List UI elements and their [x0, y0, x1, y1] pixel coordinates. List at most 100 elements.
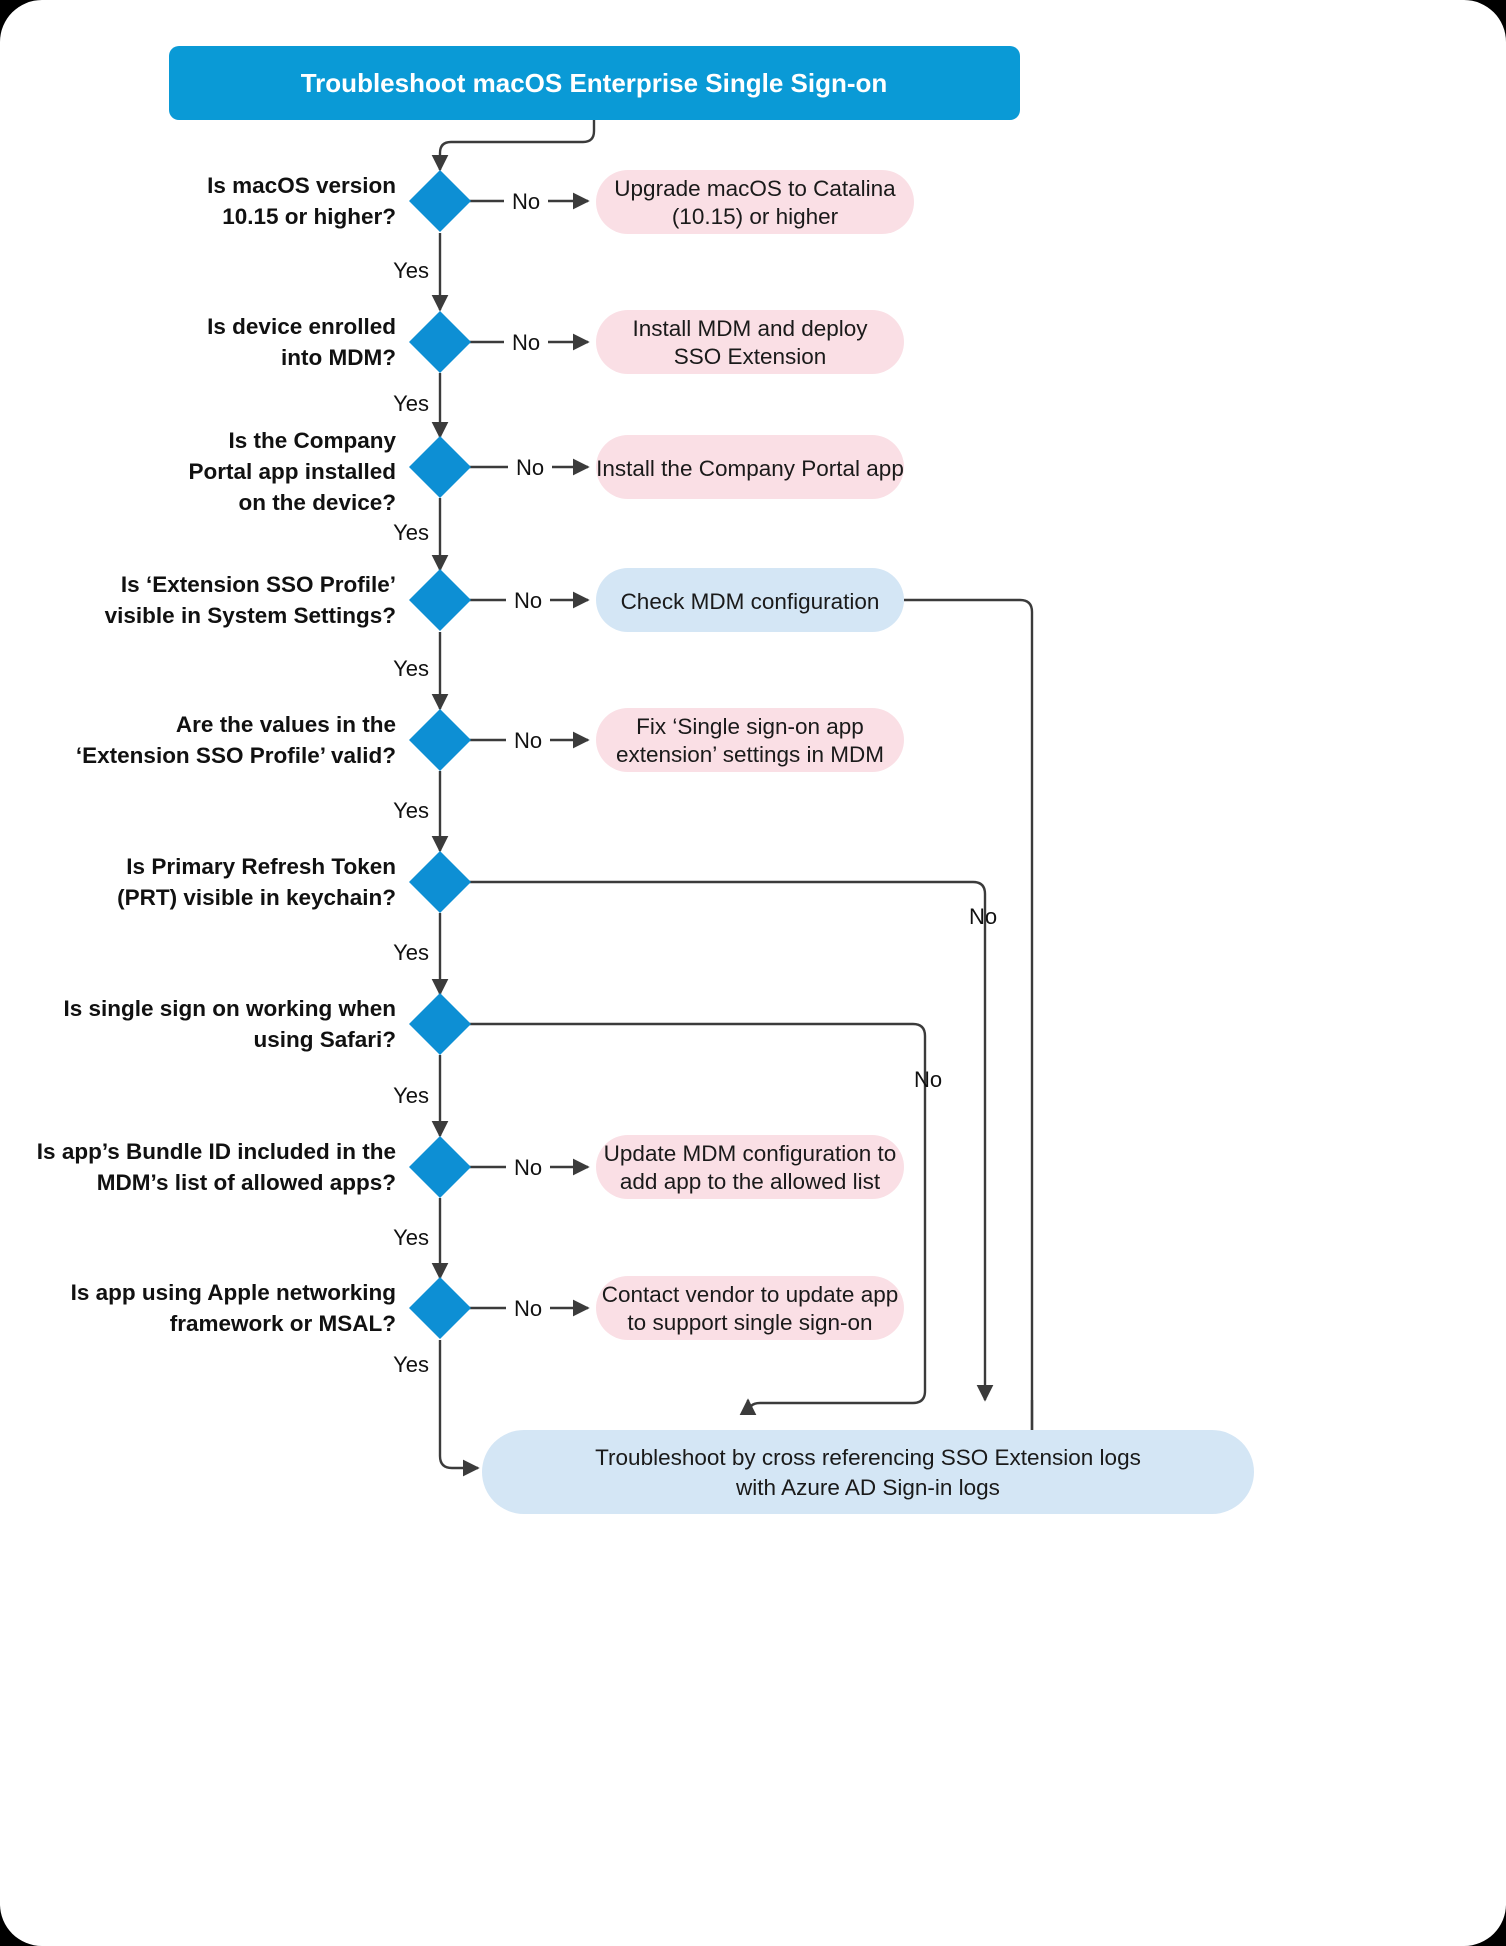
- svg-text:No: No: [914, 1067, 942, 1092]
- decision-label-line: Is the Company: [228, 428, 396, 453]
- decision-label-line: into MDM?: [281, 345, 396, 370]
- action-label-line: Troubleshoot by cross referencing SSO Ex…: [595, 1445, 1141, 1470]
- decision-label-d8: Is app’s Bundle ID included in the MDM’s…: [37, 1139, 396, 1195]
- edge-d6-no: [466, 880, 994, 1402]
- edge-title-to-d1: [431, 120, 596, 172]
- edge-label-no-d7: No: [914, 1067, 942, 1092]
- action-a1[interactable]: Upgrade macOS to Catalina (10.15) or hig…: [596, 170, 914, 234]
- edge-d7-no: [466, 1022, 927, 1416]
- action-label-line: Contact vendor to update app: [602, 1282, 898, 1307]
- decision-d7[interactable]: [409, 993, 471, 1055]
- edge-label-yes-d5: Yes: [393, 798, 429, 823]
- action-label-line: Install the Company Portal app: [596, 456, 904, 481]
- edge-label-yes-d9: Yes: [393, 1352, 429, 1377]
- decision-label-d2: Is device enrolled into MDM?: [207, 314, 396, 370]
- edge-label-yes-d7: Yes: [393, 1083, 429, 1108]
- decision-label-line: Portal app installed: [188, 459, 396, 484]
- action-label-line: extension’ settings in MDM: [616, 742, 884, 767]
- svg-text:Yes: Yes: [393, 391, 429, 416]
- action-label-line: add app to the allowed list: [620, 1169, 881, 1194]
- decision-d8[interactable]: [409, 1136, 471, 1198]
- action-a2[interactable]: Install MDM and deploy SSO Extension: [596, 310, 904, 374]
- decision-label-line: framework or MSAL?: [170, 1311, 396, 1336]
- svg-text:No: No: [516, 455, 544, 480]
- svg-text:Yes: Yes: [393, 258, 429, 283]
- edge-label-yes-d3: Yes: [393, 520, 429, 545]
- edge-label-no-d3: No: [508, 452, 552, 482]
- edge-d9-yes-to-final: [438, 1340, 480, 1477]
- decision-d1[interactable]: [409, 170, 471, 232]
- action-label-line: Update MDM configuration to: [604, 1141, 897, 1166]
- decision-label-d5: Are the values in the ‘Extension SSO Pro…: [76, 712, 396, 768]
- decision-d4[interactable]: [409, 569, 471, 631]
- decision-label-line: Is macOS version: [207, 173, 396, 198]
- decision-label-line: Is app’s Bundle ID included in the: [37, 1139, 396, 1164]
- action-label-line: SSO Extension: [674, 344, 827, 369]
- decision-label-line: (PRT) visible in keychain?: [117, 885, 396, 910]
- edge-label-no-d1: No: [504, 186, 548, 216]
- decision-label-line: Is single sign on working when: [63, 996, 396, 1021]
- svg-text:No: No: [514, 728, 542, 753]
- action-label-line: Fix ‘Single sign-on app: [636, 714, 864, 739]
- decision-label-line: Is Primary Refresh Token: [126, 854, 396, 879]
- edge-label-yes-d8: Yes: [393, 1225, 429, 1250]
- svg-text:No: No: [969, 904, 997, 929]
- action-label-line: with Azure AD Sign-in logs: [735, 1475, 1000, 1500]
- edge-label-yes-d1: Yes: [393, 258, 429, 283]
- action-a8[interactable]: Troubleshoot by cross referencing SSO Ex…: [482, 1430, 1254, 1514]
- edge-label-no-d6: No: [969, 904, 997, 929]
- svg-text:Yes: Yes: [393, 1352, 429, 1377]
- decision-label-d9: Is app using Apple networking framework …: [71, 1280, 396, 1336]
- decision-label-d6: Is Primary Refresh Token (PRT) visible i…: [117, 854, 396, 910]
- svg-text:No: No: [512, 330, 540, 355]
- svg-text:Yes: Yes: [393, 940, 429, 965]
- decision-d9[interactable]: [409, 1277, 471, 1339]
- action-a6[interactable]: Update MDM configuration to add app to t…: [596, 1135, 904, 1199]
- svg-text:Yes: Yes: [393, 1083, 429, 1108]
- decision-d2[interactable]: [409, 311, 471, 373]
- svg-text:No: No: [512, 189, 540, 214]
- edge-label-no-d8: No: [506, 1152, 550, 1182]
- decision-d3[interactable]: [409, 436, 471, 498]
- action-label-line: Check MDM configuration: [621, 589, 880, 614]
- decision-label-line: Is ‘Extension SSO Profile’: [121, 572, 396, 597]
- decision-label-line: 10.15 or higher?: [222, 204, 396, 229]
- action-label-line: Install MDM and deploy: [632, 316, 868, 341]
- edge-label-no-d5: No: [506, 725, 550, 755]
- decision-label-d7: Is single sign on working when using Saf…: [63, 996, 396, 1052]
- decision-d6[interactable]: [409, 851, 471, 913]
- decision-label-d3: Is the Company Portal app installed on t…: [188, 428, 396, 515]
- edge-label-no-d2: No: [504, 327, 548, 357]
- decision-label-d1: Is macOS version 10.15 or higher?: [207, 173, 396, 229]
- edge-label-yes-d6: Yes: [393, 940, 429, 965]
- action-label-line: to support single sign-on: [627, 1310, 872, 1335]
- action-a3[interactable]: Install the Company Portal app: [596, 435, 904, 499]
- decision-d5[interactable]: [409, 709, 471, 771]
- svg-text:Yes: Yes: [393, 798, 429, 823]
- decision-label-line: Is device enrolled: [207, 314, 396, 339]
- action-label-line: Upgrade macOS to Catalina: [614, 176, 896, 201]
- decision-label-line: using Safari?: [253, 1027, 396, 1052]
- svg-text:No: No: [514, 1296, 542, 1321]
- decision-label-line: MDM’s list of allowed apps?: [97, 1170, 396, 1195]
- action-label-line: (10.15) or higher: [672, 204, 839, 229]
- edge-label-no-d4: No: [506, 585, 550, 615]
- decision-label-line: Is app using Apple networking: [71, 1280, 396, 1305]
- decision-label-line: ‘Extension SSO Profile’ valid?: [76, 743, 396, 768]
- decision-label-line: visible in System Settings?: [105, 603, 396, 628]
- decision-label-line: on the device?: [238, 490, 396, 515]
- action-a4[interactable]: Check MDM configuration: [596, 568, 904, 632]
- decision-label-line: Are the values in the: [176, 712, 396, 737]
- action-a5[interactable]: Fix ‘Single sign-on app extension’ setti…: [596, 708, 904, 772]
- svg-text:Yes: Yes: [393, 656, 429, 681]
- svg-text:No: No: [514, 1155, 542, 1180]
- edge-label-yes-d4: Yes: [393, 656, 429, 681]
- edge-label-yes-d2: Yes: [393, 391, 429, 416]
- action-a7[interactable]: Contact vendor to update app to support …: [596, 1276, 904, 1340]
- page-title: Troubleshoot macOS Enterprise Single Sig…: [301, 68, 888, 98]
- decision-label-d4: Is ‘Extension SSO Profile’ visible in Sy…: [105, 572, 396, 628]
- svg-text:No: No: [514, 588, 542, 613]
